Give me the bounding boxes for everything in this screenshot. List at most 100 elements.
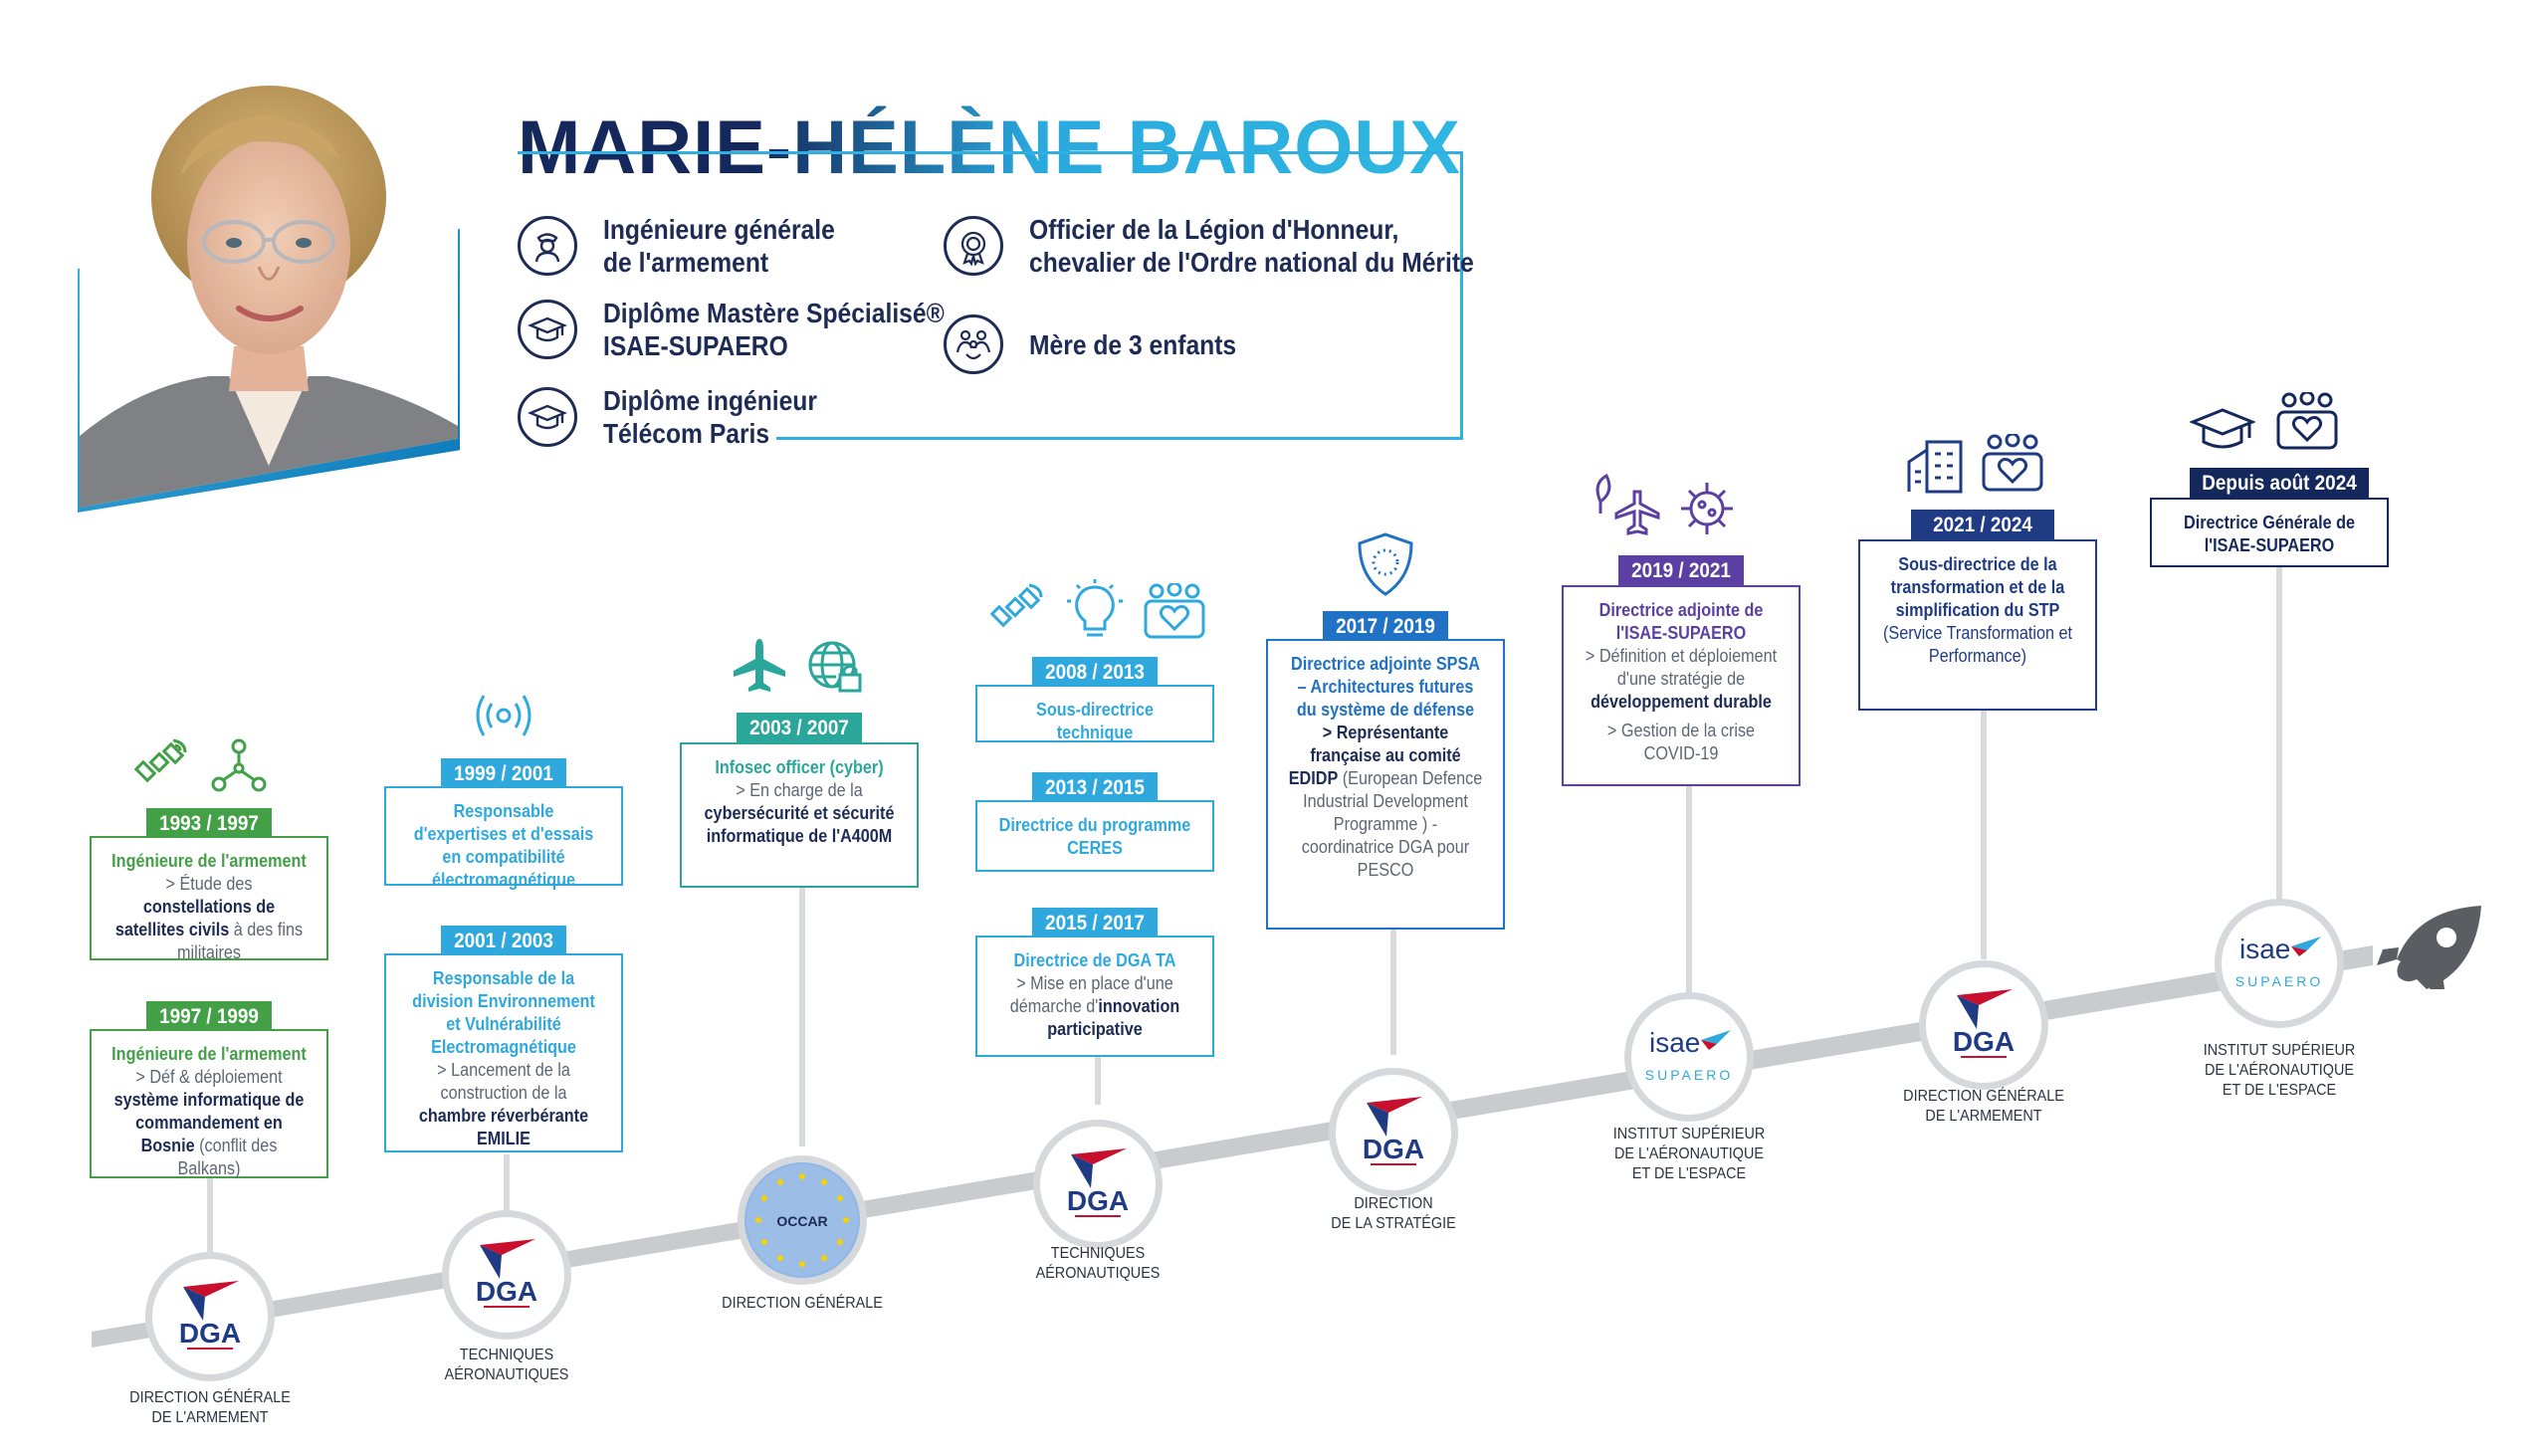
period-2021: 2021 / 2024 (1911, 510, 2054, 541)
org-caption-2: DIRECTION GÉNÉRALE (722, 1295, 883, 1312)
plane-plant-icon (1592, 472, 1662, 542)
period-2003: 2003 / 2007 (737, 713, 862, 744)
graduation-cap-icon (2188, 404, 2257, 459)
community-icon (1143, 581, 1206, 644)
role-card-2015: Directrice de DGA TA > Mise en place d'u… (975, 936, 1214, 1057)
role-title: Sous-directrice de la transformation et … (1890, 554, 2065, 620)
isae-logo-text: isae (1649, 1027, 1700, 1058)
airplane-icon (730, 637, 789, 698)
role-card-2017: Directrice adjointe SPSA – Architectures… (1266, 639, 1505, 930)
org-node-4: DGA (1329, 1068, 1458, 1197)
dga-logo-text: DGA (1363, 1134, 1424, 1164)
period-2019: 2019 / 2021 (1618, 555, 1744, 587)
role-highlight: constellations de satellites civils (114, 897, 276, 939)
org-node-0: DGA (145, 1252, 275, 1381)
badge-engineer: Diplôme ingénieur Télécom Paris (518, 384, 846, 450)
occar-logo: OCCAR (746, 1164, 858, 1276)
role-text: > Lancement de la construction de la (437, 1060, 570, 1103)
radio-waves-icon (472, 691, 535, 745)
role-highlight: système informatique de commandement en … (113, 1090, 305, 1155)
period-2001: 2001 / 2003 (441, 926, 566, 957)
badge-family-text: Mère de 3 enfants (1029, 328, 1237, 360)
rocket-icon (2377, 900, 2486, 995)
virus-icon (1676, 478, 1738, 544)
role-text: > Déf & déploiement (135, 1067, 283, 1087)
org-caption-7: INSTITUT SUPÉRIEUR DE L'AÉRONAUTIQUE ET … (2203, 1042, 2356, 1099)
role-card-2019: Directrice adjointe de l'ISAE-SUPAERO > … (1562, 585, 1801, 786)
officer-icon (518, 216, 577, 276)
role-title: Responsable d'expertises et d'essais en … (413, 801, 594, 890)
period-1997: 1997 / 1999 (146, 1001, 272, 1033)
period-2013: 2013 / 2015 (1032, 772, 1158, 804)
community-icon (2275, 390, 2339, 457)
role-card-1997: Ingénieure de l'armement > Déf & déploie… (90, 1029, 328, 1178)
period-1993: 1993 / 1997 (146, 808, 272, 840)
role-text: > Étude des (165, 874, 253, 894)
isae-logo-sub: SUPAERO (2235, 973, 2323, 989)
role-title: Sous-directrice technique (1036, 700, 1154, 742)
role-title: Directrice de DGA TA (1013, 950, 1176, 970)
role-text: > Définition et déploiement d'une straté… (1585, 646, 1778, 689)
portrait-photo (80, 48, 458, 508)
dga-logo: DGA (476, 1239, 537, 1308)
isae-logo-sub: SUPAERO (1645, 1067, 1733, 1083)
buildings-icon (1905, 438, 1965, 499)
role-title: Ingénieure de l'armement (111, 1044, 307, 1064)
badge-honours-text: Officier de la Légion d'Honneur, chevali… (1029, 214, 1474, 278)
org-node-6: DGA (1919, 960, 2048, 1090)
community-icon (1981, 432, 2044, 499)
role-card-1999: Responsable d'expertises et d'essais en … (384, 786, 623, 890)
role-title: Directrice adjointe de l'ISAE-SUPAERO (1598, 600, 1764, 643)
network-icon (209, 738, 269, 799)
badge-rank: Ingénieure générale de l'armement (518, 213, 867, 279)
dga-logo-text: DGA (179, 1318, 241, 1349)
role-text: > En charge de la (736, 780, 863, 800)
badge-family: Mère de 3 enfants (944, 314, 1265, 374)
role-card-2021: Sous-directrice de la transformation et … (1858, 539, 2097, 711)
dga-logo-text: DGA (1953, 1026, 2015, 1057)
org-node-2: OCCAR (738, 1155, 867, 1285)
role-card-1993: Ingénieure de l'armement > Étude des con… (90, 836, 328, 962)
dga-logo: DGA (1363, 1097, 1424, 1165)
dga-logo-text: DGA (1067, 1185, 1129, 1216)
badge-masters-text: Diplôme Mastère Spécialisé® ISAE-SUPAERO (603, 298, 945, 361)
role-card-2001: Responsable de la division Environnement… (384, 953, 623, 1152)
role-card-2008: Sous-directrice technique (975, 685, 1214, 742)
role-title: Directrice du programme CERES (998, 815, 1191, 858)
org-caption-6: DIRECTION GÉNÉRALE DE L'ARMEMENT (1903, 1088, 2064, 1125)
badge-honours: Officier de la Légion d'Honneur, chevali… (944, 213, 1535, 279)
role-text: (Service Transformation et Performance) (1883, 623, 2072, 666)
role-card-2003: Infosec officer (cyber) > En charge de l… (680, 742, 919, 888)
period-2015: 2015 / 2017 (1032, 908, 1158, 939)
role-card-2024: Directrice Générale de l'ISAE-SUPAERO (2150, 498, 2389, 567)
badge-masters: Diplôme Mastère Spécialisé® ISAE-SUPAERO (518, 297, 990, 362)
role-title: Directrice Générale de l'ISAE-SUPAERO (2183, 513, 2355, 555)
globe-lock-icon (806, 637, 866, 702)
dga-logo: DGA (1067, 1148, 1129, 1217)
role-text: (conflit des Balkans) (177, 1136, 278, 1178)
period-2008: 2008 / 2013 (1032, 657, 1158, 689)
role-text: > Gestion de la crise COVID-19 (1606, 721, 1756, 763)
org-node-1: DGA (442, 1210, 571, 1340)
role-title: Infosec officer (cyber) (715, 757, 884, 777)
role-title: Ingénieure de l'armement (111, 851, 307, 871)
role-title: Responsable de la division Environnement… (412, 968, 595, 1057)
isae-logo-text: isae (2239, 934, 2290, 964)
graduation-cap-icon (518, 387, 577, 447)
role-highlight: chambre réverbérante EMILIE (418, 1106, 589, 1148)
role-highlight: de l'A400M (803, 826, 893, 846)
header-frame (518, 151, 1463, 440)
org-caption-1: TECHNIQUES AÉRONAUTIQUES (444, 1347, 569, 1383)
org-node-3: DGA (1033, 1120, 1163, 1249)
occar-logo-text: OCCAR (776, 1213, 827, 1229)
family-icon (944, 314, 1003, 374)
org-caption-4: DIRECTION DE LA STRATÉGIE (1331, 1195, 1456, 1232)
graduation-cap-icon (518, 300, 577, 359)
org-caption-3: TECHNIQUES AÉRONAUTIQUES (1035, 1245, 1161, 1282)
badge-rank-text: Ingénieure générale de l'armement (603, 214, 835, 278)
org-caption-0: DIRECTION GÉNÉRALE DE L'ARMEMENT (129, 1389, 291, 1426)
